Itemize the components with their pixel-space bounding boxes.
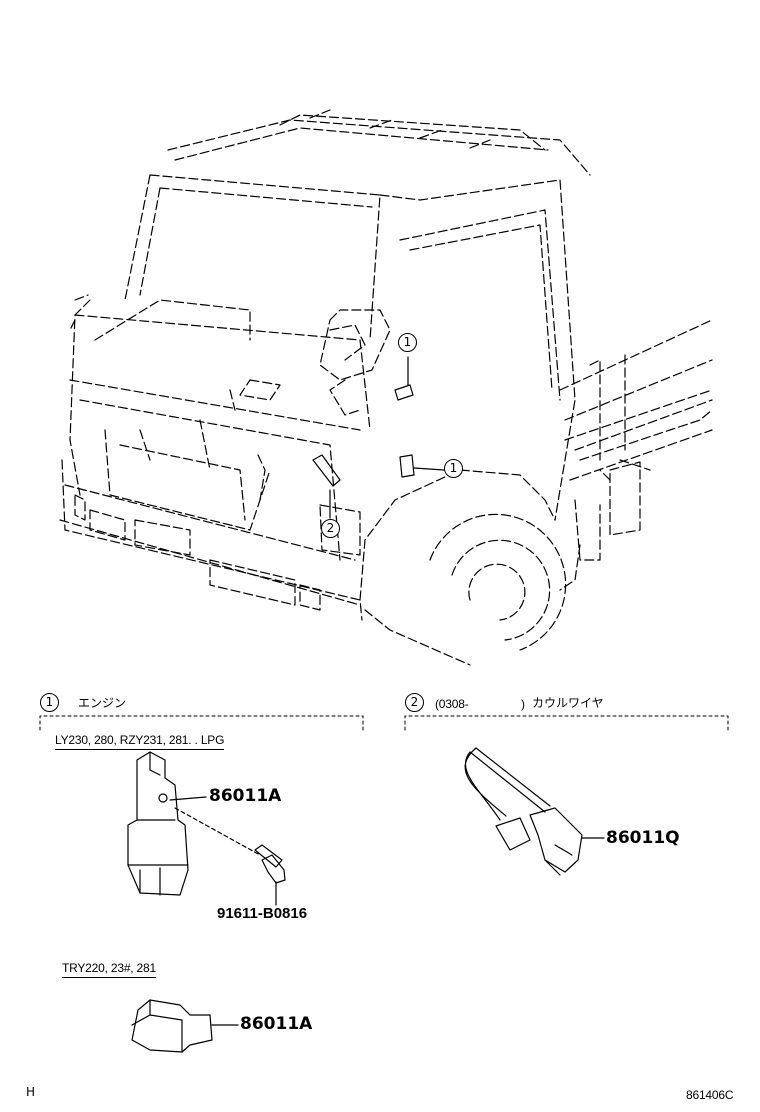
wire-86011Q bbox=[464, 747, 605, 876]
part-number-86011A: 86011A bbox=[209, 786, 282, 806]
switch-marks bbox=[312, 356, 445, 519]
section-2-date: (0308- bbox=[435, 697, 469, 711]
section-frames bbox=[39, 715, 729, 731]
callout-1-top: 1 bbox=[398, 333, 417, 352]
callout-1-right: 1 bbox=[444, 459, 463, 478]
relay-86011A bbox=[127, 751, 261, 896]
footer-right: 861406C bbox=[686, 1088, 734, 1102]
section-2-title: カウルワイヤ bbox=[532, 696, 604, 710]
applicability-label-2: TRY220, 23#, 281 bbox=[62, 962, 156, 978]
part-number-86011A-2: 86011A bbox=[240, 1014, 313, 1034]
section-1-number: 1 bbox=[40, 693, 59, 712]
section-1-title: エンジン bbox=[78, 696, 127, 710]
truck-outline bbox=[59, 109, 713, 666]
bolt-91611 bbox=[254, 844, 286, 906]
part-number-86011Q: 86011Q bbox=[606, 828, 680, 848]
callout-2: 2 bbox=[321, 519, 340, 538]
section-2-date-close: ) bbox=[521, 697, 525, 711]
part-number-91611-B0816: 91611-B0816 bbox=[217, 905, 308, 922]
section-2-number: 2 bbox=[405, 693, 424, 712]
applicability-label-1: LY230, 280, RZY231, 281. . LPG bbox=[55, 734, 224, 750]
footer-left: H bbox=[26, 1085, 36, 1099]
relay-86011A-2 bbox=[131, 999, 239, 1053]
